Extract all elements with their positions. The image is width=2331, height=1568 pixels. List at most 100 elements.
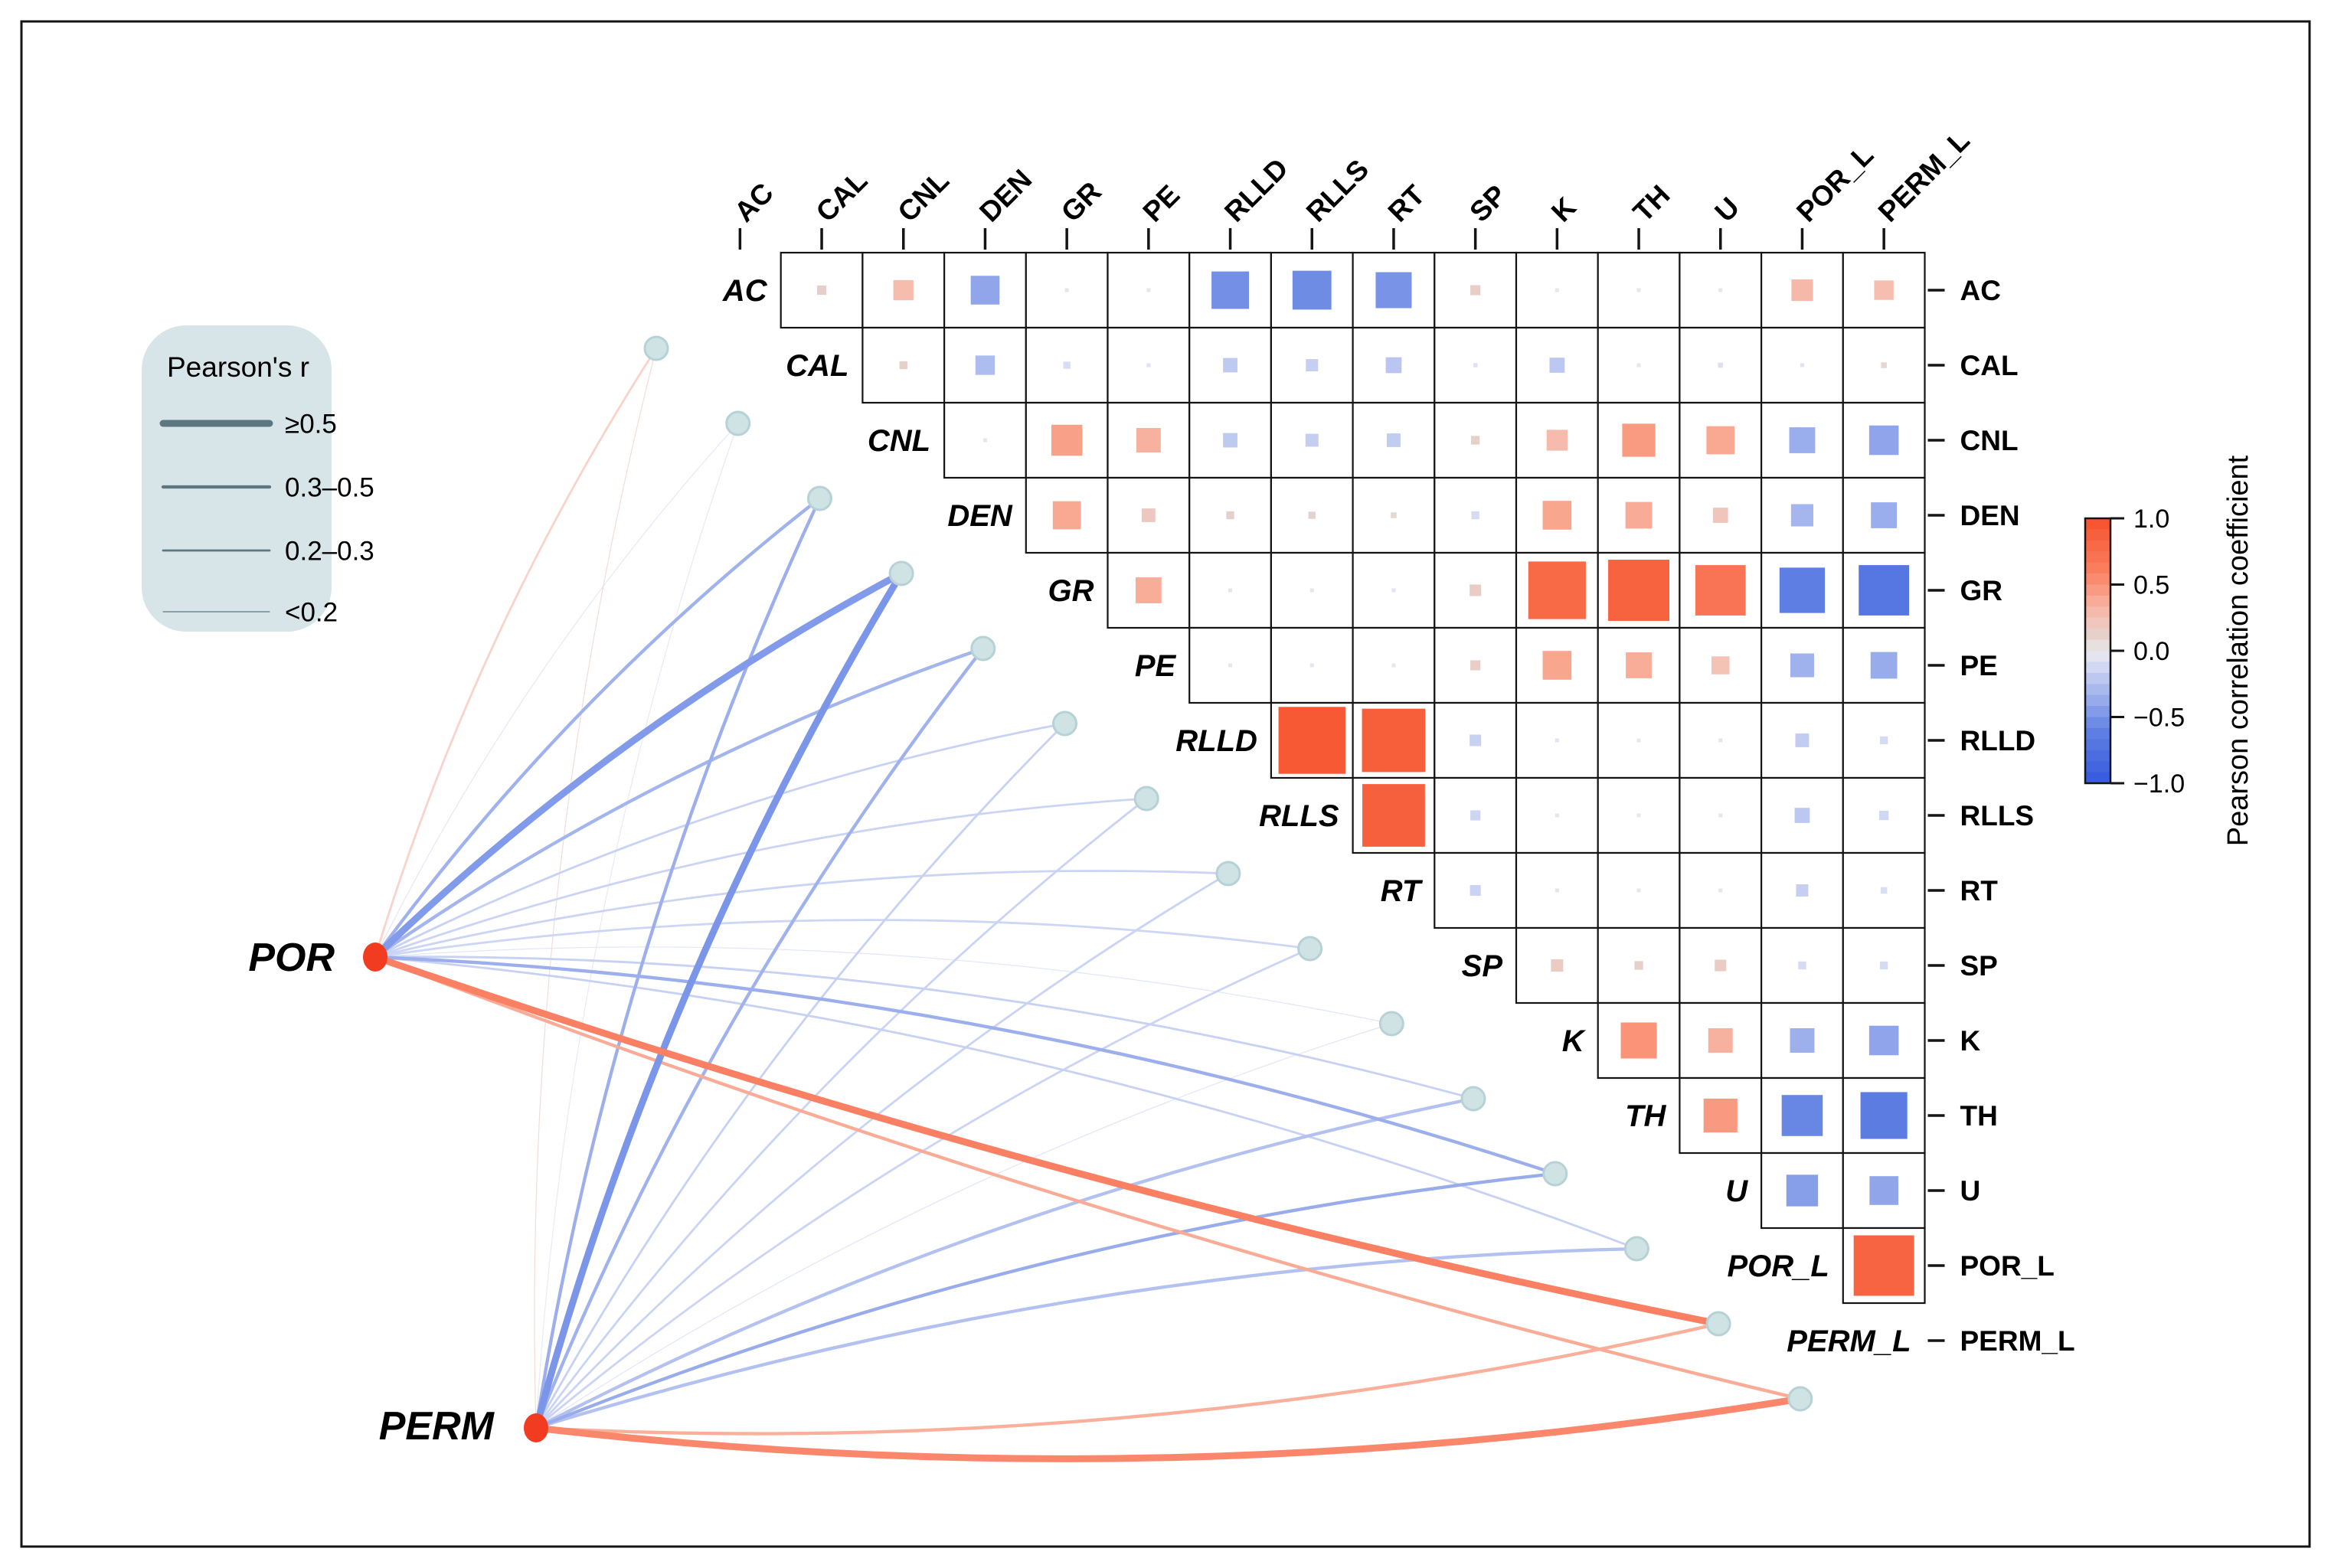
colorbar-step <box>2085 584 2110 596</box>
correlation-square <box>1695 565 1746 616</box>
correlation-square <box>1136 428 1161 452</box>
correlation-square <box>1718 362 1724 368</box>
diagonal-variable-label: CAL <box>786 349 848 383</box>
perm-node-dot <box>524 1413 548 1442</box>
correlation-square <box>1306 359 1319 371</box>
right-axis-label: CAL <box>1960 350 2019 381</box>
network-edge <box>534 1246 1639 1430</box>
correlation-square <box>1791 279 1813 302</box>
correlation-square <box>1706 426 1735 455</box>
network-edge <box>373 955 1557 1176</box>
colorbar-step <box>2085 617 2110 629</box>
correlation-square <box>1549 358 1565 373</box>
colorbar-step <box>2085 606 2110 619</box>
correlation-square <box>975 355 995 375</box>
colorbar-step <box>2085 684 2110 696</box>
por-node-dot <box>363 942 387 972</box>
colorbar-step <box>2085 727 2110 740</box>
network-edge <box>532 1395 1804 1462</box>
colorbar-step <box>2085 529 2110 541</box>
right-axis-label: RLLD <box>1960 725 2036 756</box>
correlation-square <box>1228 663 1233 668</box>
correlation-square <box>1228 588 1233 593</box>
connector-dot <box>1623 1236 1649 1262</box>
diagonal-variable-label: DEN <box>947 499 1013 533</box>
correlation-square <box>1135 577 1162 603</box>
correlation-square <box>1226 511 1234 520</box>
correlation-square <box>1391 588 1396 593</box>
colorbar-step <box>2085 518 2110 531</box>
network-edge <box>534 646 985 1430</box>
diagonal-variable-label: PERM_L <box>1787 1325 1911 1358</box>
correlation-square <box>1796 884 1809 897</box>
perm-node-label: PERM <box>379 1404 495 1449</box>
connector-dot <box>725 410 751 436</box>
diagonal-variable-label: CNL <box>868 424 930 458</box>
network-edge <box>374 722 1066 959</box>
colorbar-step <box>2085 694 2110 707</box>
correlation-square <box>1471 436 1480 445</box>
correlation-square <box>1278 707 1345 774</box>
network-edge <box>535 947 1311 1429</box>
correlation-square <box>1223 358 1237 373</box>
connector-dot <box>806 485 832 511</box>
correlation-square <box>1555 738 1559 743</box>
correlation-square <box>1860 1092 1908 1139</box>
network-edge <box>371 953 1722 1328</box>
colorbar-ticks: 1.00.50.0−0.5−1.0 <box>2110 505 2185 799</box>
diagonal-variable-label: SP <box>1462 949 1503 983</box>
right-axis-label: POR_L <box>1960 1250 2055 1282</box>
diagonal-variable-label: GR <box>1048 574 1094 608</box>
correlation-square <box>899 361 907 370</box>
network-edge <box>535 872 1230 1429</box>
connector-dot <box>1705 1311 1731 1337</box>
correlation-square <box>1625 501 1653 529</box>
correlation-square <box>1308 511 1316 519</box>
correlation-square <box>1870 652 1898 679</box>
colorbar-step <box>2085 595 2110 608</box>
correlation-square <box>1555 813 1559 818</box>
diagonal-variable-label: RLLD <box>1175 724 1257 758</box>
network-edge <box>534 1096 1476 1430</box>
correlation-square <box>1362 708 1426 773</box>
correlation-square <box>1146 288 1151 292</box>
colorbar-title: Pearson correlation coefficient <box>2222 455 2254 846</box>
correlation-square <box>1063 361 1071 369</box>
correlation-square <box>1718 738 1723 743</box>
correlation-square <box>1874 280 1894 300</box>
correlation-square <box>1718 288 1723 292</box>
diagonal-variable-label: TH <box>1625 1099 1666 1133</box>
network-edge <box>374 347 658 959</box>
legend-items: ≥0.50.3–0.50.2–0.3<0.2 <box>159 409 374 627</box>
connector-dot <box>888 560 914 586</box>
correlation-square <box>1362 784 1425 847</box>
correlation-square <box>970 276 1000 305</box>
correlation-square <box>893 279 914 301</box>
correlation-square <box>1546 430 1568 451</box>
network-edge <box>534 496 822 1430</box>
correlation-square <box>1636 813 1641 818</box>
right-axis-label: PE <box>1960 650 1998 681</box>
correlation-square <box>1859 565 1910 616</box>
network-edge <box>532 570 905 1432</box>
correlation-square <box>1879 810 1889 821</box>
correlation-square <box>1620 1022 1657 1059</box>
legend-item-label: <0.2 <box>285 597 338 627</box>
legend-item-label: 0.3–0.5 <box>285 472 374 502</box>
correlation-square <box>982 438 987 443</box>
colorbar-gradient <box>2085 518 2110 784</box>
correlation-square <box>1779 567 1826 613</box>
colorbar-tick-label: 0.0 <box>2133 637 2169 666</box>
colorbar-step <box>2085 739 2110 751</box>
correlation-square <box>1309 588 1314 593</box>
network-edge <box>535 423 739 1429</box>
colorbar-step <box>2085 672 2110 685</box>
correlation-square <box>1853 1235 1914 1296</box>
correlation-square <box>1292 270 1332 310</box>
correlation-square <box>1385 357 1402 374</box>
colorbar-tick-label: 1.0 <box>2133 505 2169 534</box>
connector-dot <box>643 335 669 361</box>
colorbar-step <box>2085 717 2110 729</box>
correlation-square <box>1052 501 1081 530</box>
